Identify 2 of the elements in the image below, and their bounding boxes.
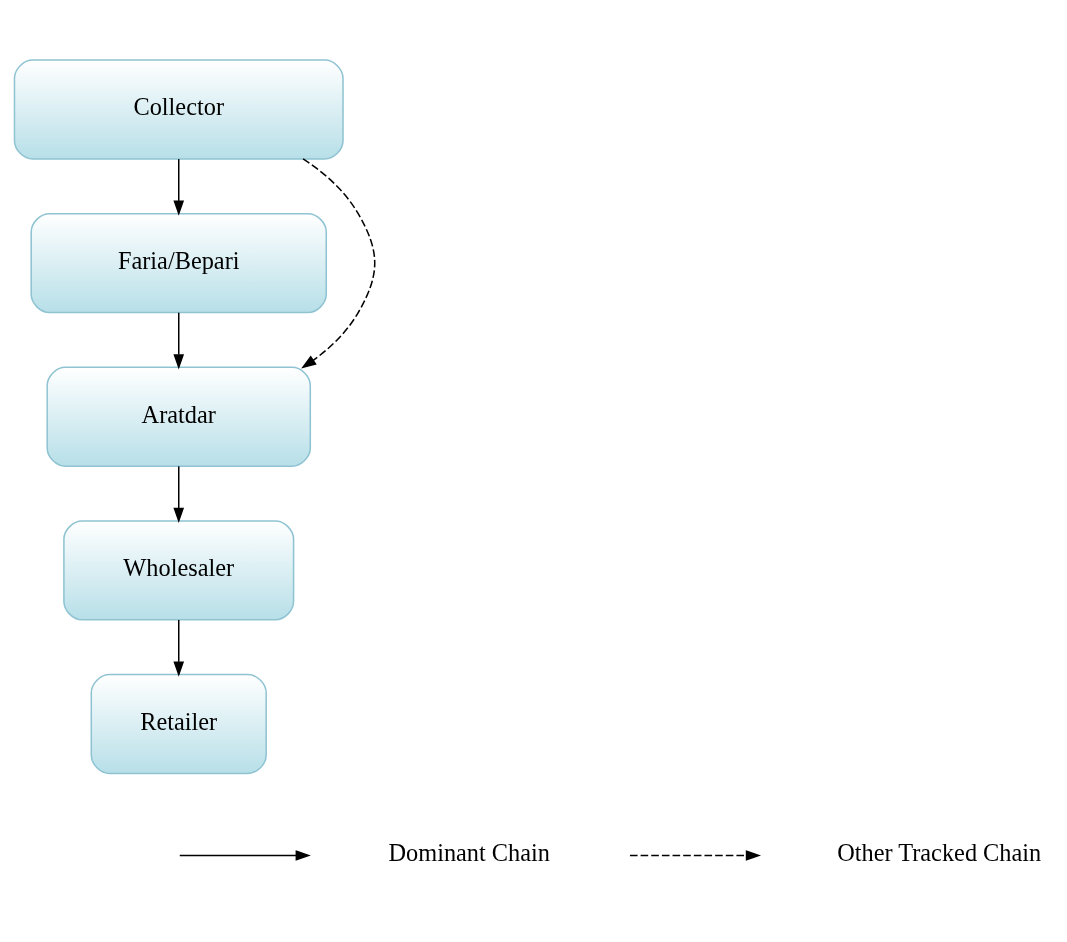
legend-label: Dominant Chain <box>388 838 550 866</box>
legend-label: Other Tracked Chain <box>837 838 1042 866</box>
